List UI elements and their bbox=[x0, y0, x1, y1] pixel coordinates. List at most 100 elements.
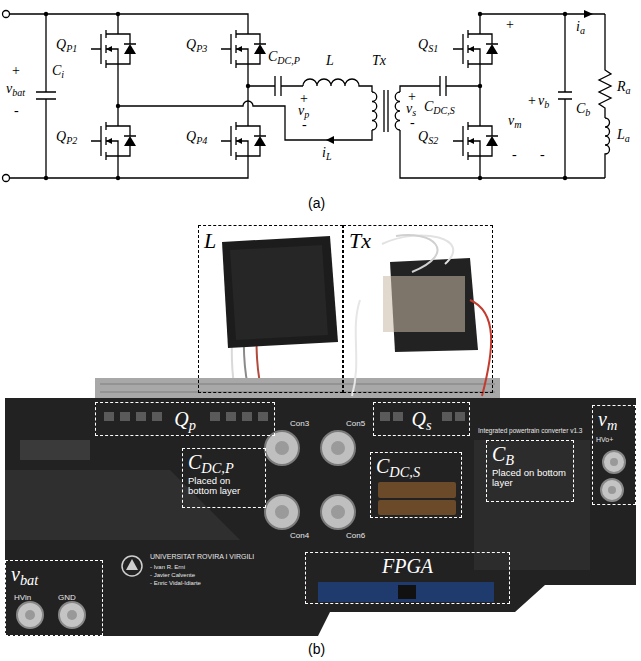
silkscreen-text: Con4 bbox=[290, 532, 309, 540]
terminal bbox=[3, 11, 10, 18]
component-label: Tx bbox=[372, 54, 386, 68]
silkscreen-text: Con6 bbox=[346, 532, 365, 540]
component-label: QP1 bbox=[56, 38, 77, 52]
symbol-letter: L bbox=[617, 127, 625, 142]
silkscreen-text: - Enric Vidal-Idiarte bbox=[150, 580, 201, 586]
symbol-letter: Q bbox=[174, 408, 188, 430]
photo bbox=[5, 235, 636, 636]
capacitor-symbol bbox=[558, 14, 572, 178]
junction-dot bbox=[478, 84, 482, 88]
symbol-letter: v bbox=[6, 81, 12, 96]
screw-terminals bbox=[17, 431, 625, 628]
power-terminal bbox=[59, 602, 85, 628]
subscript: S1 bbox=[428, 43, 438, 54]
university-logo bbox=[126, 559, 138, 570]
silkscreen-text: Integrated powertrain converter v1.3 bbox=[478, 428, 582, 435]
fpga-module bbox=[318, 582, 494, 602]
subscript: DC,S bbox=[389, 464, 420, 480]
polarity-sign: - bbox=[410, 116, 415, 130]
subscript: i bbox=[61, 69, 64, 80]
screw-terminal bbox=[331, 505, 345, 519]
region-label: L bbox=[204, 229, 216, 252]
transistor-package bbox=[120, 412, 130, 421]
subscript: p bbox=[189, 417, 196, 433]
component-label: QP2 bbox=[56, 130, 77, 144]
symbol-letter: v bbox=[508, 113, 514, 128]
power-terminal bbox=[67, 610, 77, 620]
component-label: Ra bbox=[617, 80, 631, 94]
power-terminal bbox=[603, 451, 625, 473]
symbol-letter: C bbox=[492, 443, 505, 465]
heatsink-fin bbox=[100, 384, 495, 392]
subscript: P1 bbox=[66, 43, 77, 54]
inductor-core bbox=[230, 245, 328, 340]
dashed-region-box: FPGA bbox=[305, 552, 510, 604]
mosfet-symbol bbox=[453, 116, 498, 166]
transistor-package bbox=[210, 412, 220, 421]
transistor-package bbox=[242, 412, 252, 421]
current-arrow bbox=[584, 10, 593, 18]
silkscreen-text: UNIVERSITAT ROVIRA I VIRGILI bbox=[150, 553, 254, 560]
signal-name: ia bbox=[576, 20, 585, 34]
silkscreen-text: HVo+ bbox=[596, 436, 613, 443]
symbol-letter: C bbox=[52, 63, 61, 78]
silkscreen-text: - Ivan R. Erni bbox=[150, 564, 185, 570]
junction-dot bbox=[44, 12, 48, 16]
symbol-letter: v bbox=[11, 563, 20, 585]
signal-name: vb bbox=[538, 94, 549, 108]
component-label: La bbox=[617, 128, 630, 142]
region-label: vm bbox=[598, 409, 617, 430]
heatsink bbox=[95, 378, 500, 400]
film-capacitor bbox=[378, 482, 456, 498]
symbol-letter: C bbox=[188, 451, 201, 473]
junction-dot bbox=[563, 12, 567, 16]
silkscreen-text: - Javier Calvente bbox=[150, 572, 195, 578]
component-label: QS2 bbox=[418, 130, 438, 144]
power-terminal bbox=[608, 486, 616, 494]
polarity-sign: - bbox=[302, 118, 307, 132]
subscript: b bbox=[585, 107, 590, 118]
component-label: QP3 bbox=[186, 38, 207, 52]
silkscreen-text: GND bbox=[58, 594, 76, 602]
power-terminal bbox=[610, 458, 618, 466]
fpga-chip bbox=[398, 585, 416, 599]
symbol-letter: R bbox=[617, 79, 626, 94]
transformer-wire bbox=[396, 235, 438, 272]
region-label: vbat bbox=[11, 564, 38, 585]
mosfet-symbol bbox=[91, 24, 136, 74]
region-label: Qs bbox=[411, 409, 431, 430]
region-label: FPGA bbox=[382, 556, 433, 577]
wire bbox=[118, 101, 372, 140]
symbol-letter: i bbox=[322, 145, 326, 160]
inductor-core bbox=[222, 236, 338, 348]
mosfet-symbol bbox=[91, 116, 136, 166]
film-capacitor bbox=[378, 500, 456, 515]
transistor-package bbox=[380, 412, 390, 421]
region-label: Tx bbox=[349, 229, 371, 252]
mosfet-symbol bbox=[221, 24, 266, 74]
signal-name: vp bbox=[298, 104, 309, 118]
component-label: QS1 bbox=[418, 38, 438, 52]
junction-dot bbox=[478, 176, 482, 180]
transistor-package bbox=[455, 412, 465, 421]
wire bbox=[400, 14, 605, 178]
symbol-letter: Q bbox=[56, 129, 66, 144]
screw-terminal bbox=[275, 441, 289, 455]
signal-name: iL bbox=[322, 146, 332, 160]
subscript: a bbox=[626, 85, 631, 96]
subscript: m bbox=[514, 119, 521, 130]
transistor-package bbox=[393, 412, 403, 421]
region-label: Qp bbox=[174, 409, 196, 430]
junction-dot bbox=[116, 176, 120, 180]
transistor-packages bbox=[104, 412, 465, 421]
junction-dot bbox=[563, 176, 567, 180]
subscript: P4 bbox=[196, 135, 207, 146]
cable bbox=[352, 300, 360, 396]
dashed-region-box: L bbox=[198, 225, 343, 393]
symbol-letter: C bbox=[576, 101, 585, 116]
symbol-letter: C bbox=[424, 99, 433, 114]
transistor-package bbox=[258, 412, 268, 421]
subfigure-label: (b) bbox=[308, 642, 325, 656]
dashed-region-box: Tx bbox=[343, 225, 493, 393]
inductor-symbol bbox=[303, 79, 372, 92]
